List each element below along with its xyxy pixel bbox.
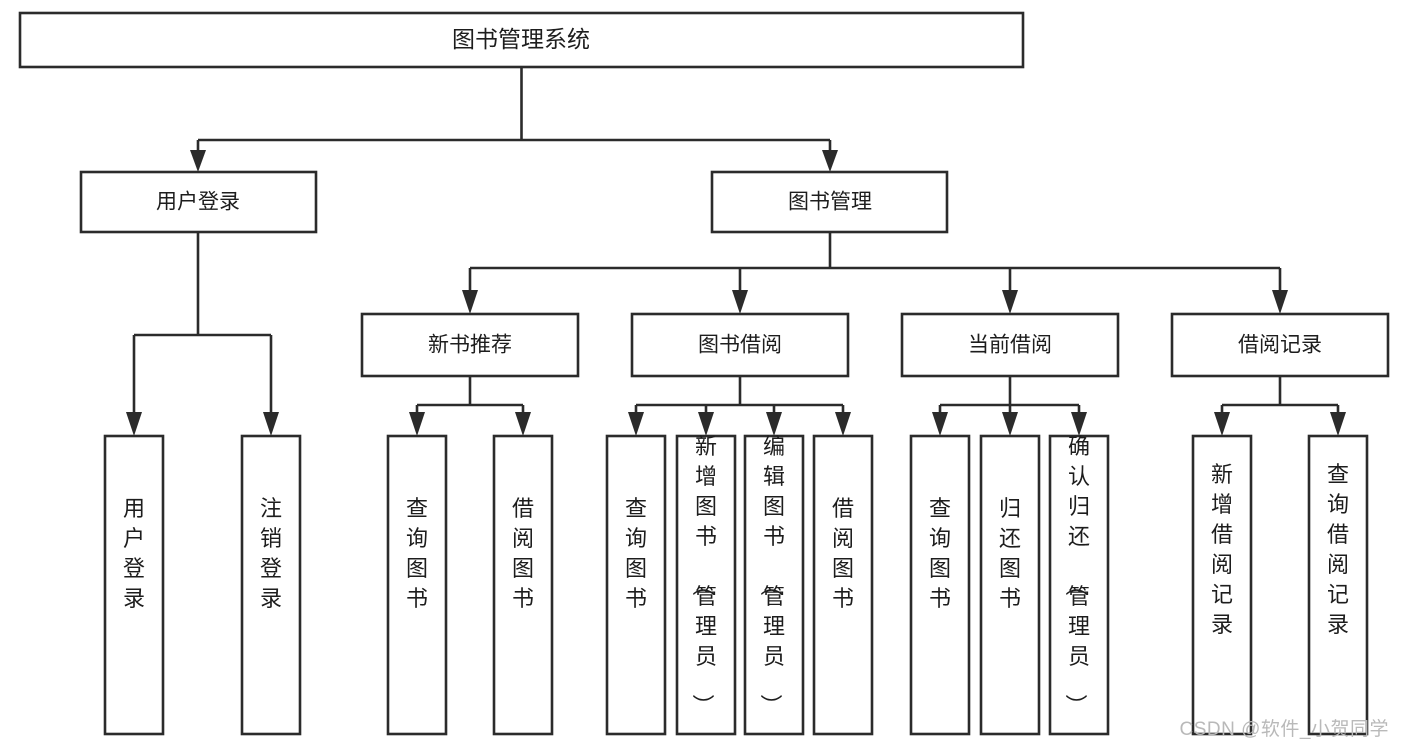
leaf-query-book-2[interactable]: 查询图书	[605, 434, 667, 736]
leaf-add-record[interactable]: 新增借阅记录	[1191, 434, 1253, 736]
node-book-manage[interactable]: 图书管理	[710, 170, 949, 234]
leaf-query-book-3[interactable]: 查询图书	[909, 434, 971, 736]
node-root-box[interactable]	[18, 11, 1025, 69]
leaf-query-record[interactable]: 查询借阅记录	[1307, 434, 1369, 736]
arrowhead-leaf-add-book	[698, 412, 714, 436]
node-new-book-recommend[interactable]: 新书推荐	[360, 312, 580, 378]
leaf-user-logout-label: 注销登录	[260, 496, 282, 611]
node-user-login-label: 用户登录	[156, 191, 240, 214]
arrowhead-leaf-return-book	[1002, 412, 1018, 436]
leaf-query-record-box[interactable]	[1307, 434, 1369, 736]
node-current-borrow[interactable]: 当前借阅	[900, 312, 1120, 378]
leaf-edit-book[interactable]: 编辑图书（管理员）	[743, 434, 805, 736]
arrowhead-leaf-user-login	[126, 412, 142, 436]
leaf-confirm-return-box[interactable]	[1048, 434, 1110, 736]
arrowhead-borrow-record	[1272, 290, 1288, 314]
leaf-query-book-2-label: 查询图书	[625, 496, 647, 611]
leaf-add-record-label: 新增借阅记录	[1211, 462, 1233, 637]
leaf-return-book[interactable]: 归还图书	[979, 434, 1041, 736]
arrowhead-leaf-borrow-book-1	[515, 412, 531, 436]
leaf-add-book-label: 新增图书（管理员）	[690, 434, 717, 716]
node-book-borrow[interactable]: 图书借阅	[630, 312, 850, 378]
leaf-return-book-box[interactable]	[979, 434, 1041, 736]
arrowhead-leaf-query-book-3	[932, 412, 948, 436]
arrowhead-current-borrow	[1002, 290, 1018, 314]
arrowhead-user-login	[190, 150, 206, 172]
node-borrow-record[interactable]: 借阅记录	[1170, 312, 1390, 378]
node-user-login-box[interactable]	[79, 170, 318, 234]
leaf-query-book-2-box[interactable]	[605, 434, 667, 736]
leaf-add-book-box[interactable]	[675, 434, 737, 736]
leaf-borrow-book-2-box[interactable]	[812, 434, 874, 736]
node-root[interactable]: 图书管理系统	[18, 11, 1025, 69]
node-current-borrow-box[interactable]	[900, 312, 1120, 378]
leaf-user-logout-box[interactable]	[240, 434, 302, 736]
leaf-return-book-label: 归还图书	[999, 496, 1021, 611]
leaf-query-record-label: 查询借阅记录	[1327, 462, 1349, 637]
node-root-label: 图书管理系统	[452, 26, 590, 52]
arrowhead-leaf-edit-book	[766, 412, 782, 436]
leaf-borrow-book-1[interactable]: 借阅图书	[492, 434, 554, 736]
leaf-edit-book-label: 编辑图书（管理员）	[758, 434, 785, 716]
node-book-manage-box[interactable]	[710, 170, 949, 234]
arrowhead-leaf-query-book-1	[409, 412, 425, 436]
leaf-confirm-return[interactable]: 确认归还（管理员）	[1048, 434, 1110, 736]
node-user-login[interactable]: 用户登录	[79, 170, 318, 234]
node-new-book-recommend-label: 新书推荐	[428, 334, 512, 357]
leaf-query-book-1-box[interactable]	[386, 434, 448, 736]
leaf-borrow-book-2[interactable]: 借阅图书	[812, 434, 874, 736]
leaf-user-login-box[interactable]	[103, 434, 165, 736]
leaf-confirm-return-label: 确认归还（管理员）	[1063, 434, 1090, 716]
arrowhead-leaf-confirm-return	[1071, 412, 1087, 436]
node-borrow-record-label: 借阅记录	[1238, 334, 1322, 357]
leaf-add-record-box[interactable]	[1191, 434, 1253, 736]
leaf-borrow-book-1-box[interactable]	[492, 434, 554, 736]
node-new-book-recommend-box[interactable]	[360, 312, 580, 378]
leaf-borrow-book-1-label: 借阅图书	[512, 496, 534, 611]
csdn-watermark: CSDN @软件_小贺同学	[1179, 719, 1389, 740]
leaf-query-book-3-box[interactable]	[909, 434, 971, 736]
leaf-user-logout[interactable]: 注销登录	[240, 434, 302, 736]
arrowhead-leaf-query-record	[1330, 412, 1346, 436]
node-borrow-record-box[interactable]	[1170, 312, 1390, 378]
leaf-edit-book-box[interactable]	[743, 434, 805, 736]
arrowhead-book-borrow	[732, 290, 748, 314]
leaf-query-book-1[interactable]: 查询图书	[386, 434, 448, 736]
connector-layer	[126, 67, 1346, 436]
node-book-borrow-box[interactable]	[630, 312, 850, 378]
arrowhead-leaf-add-record	[1214, 412, 1230, 436]
leaf-add-book[interactable]: 新增图书（管理员）	[675, 434, 737, 736]
leaf-user-login[interactable]: 用户登录	[103, 434, 165, 736]
node-book-manage-label: 图书管理	[788, 191, 872, 214]
arrowhead-book-manage	[822, 150, 838, 172]
arrowhead-leaf-query-book-2	[628, 412, 644, 436]
node-current-borrow-label: 当前借阅	[968, 334, 1052, 357]
arrowhead-leaf-borrow-book-2	[835, 412, 851, 436]
leaf-query-book-3-label: 查询图书	[929, 496, 951, 611]
arrowhead-leaf-user-logout	[263, 412, 279, 436]
leaf-query-book-1-label: 查询图书	[406, 496, 428, 611]
node-book-borrow-label: 图书借阅	[698, 334, 782, 357]
leaf-user-login-label: 用户登录	[123, 496, 145, 611]
leaf-borrow-book-2-label: 借阅图书	[832, 496, 854, 611]
arrowhead-new-book-recommend	[462, 290, 478, 314]
